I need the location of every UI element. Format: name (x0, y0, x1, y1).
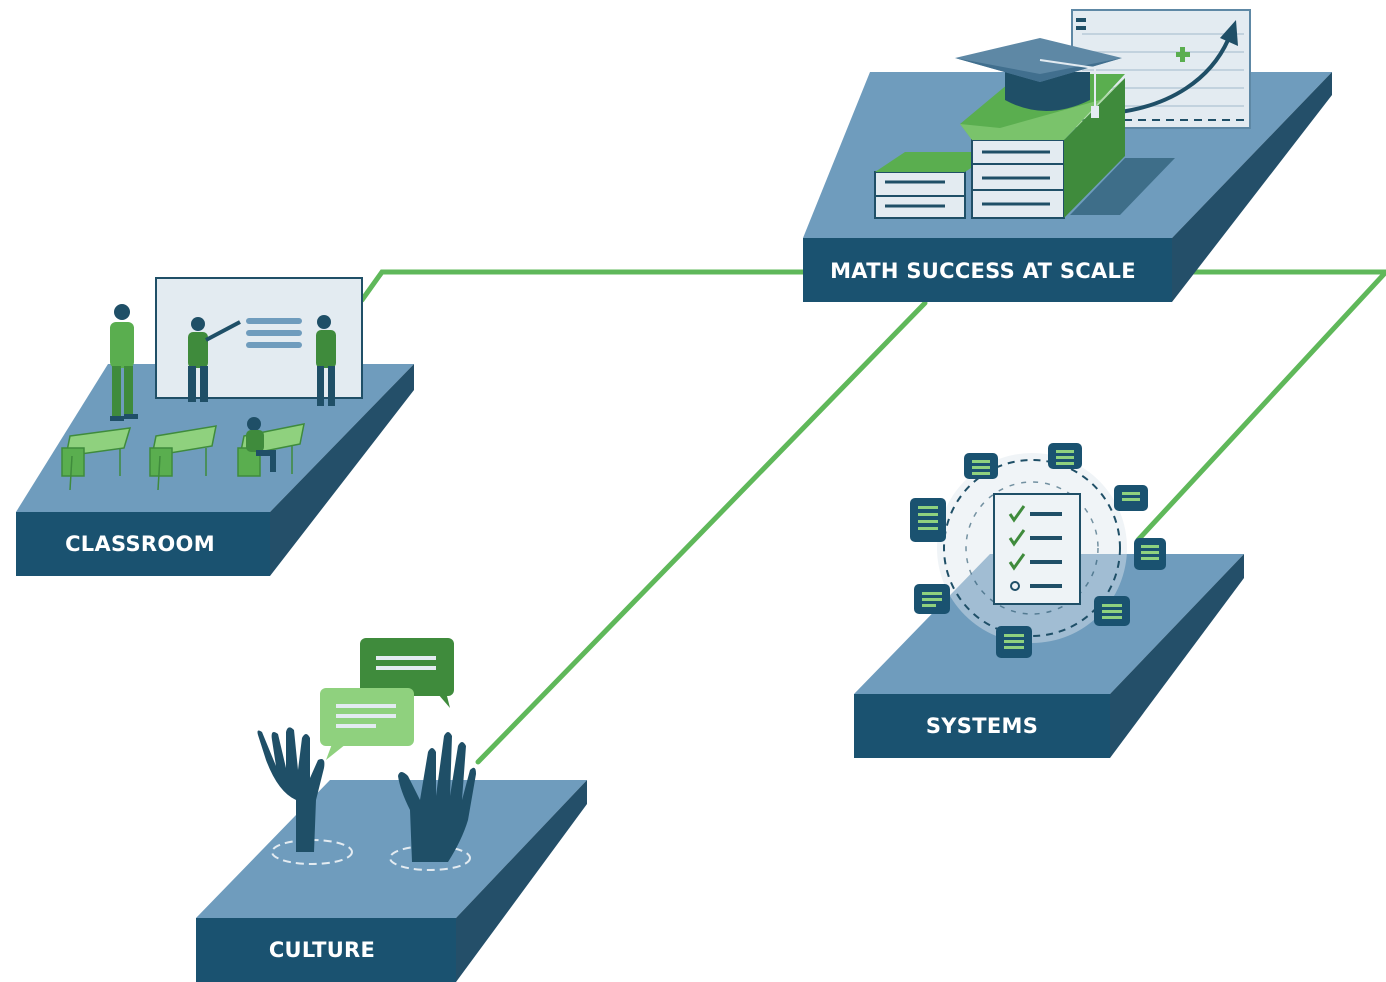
platform-front (196, 918, 456, 982)
platform-front (16, 512, 270, 576)
platform-front (803, 238, 1172, 302)
connector-classroom-math (359, 269, 806, 303)
graduation-cap-icon (955, 38, 1122, 118)
platform-front (854, 694, 1110, 758)
left-hand-icon (257, 727, 325, 852)
doc-icon (1134, 538, 1166, 570)
books-shadow (1070, 158, 1175, 215)
doc-icon (996, 626, 1032, 658)
person-standing-icon (110, 304, 138, 421)
platform-top (196, 780, 587, 918)
right-hand-icon (398, 732, 476, 862)
node-classroom: CLASSROOM (16, 277, 414, 576)
systems-label: SYSTEMS (926, 714, 1038, 738)
doc-icon (1094, 596, 1130, 626)
cycle-document-icons (910, 443, 1166, 658)
node-culture: CULTURE (196, 638, 587, 982)
platform-side (456, 780, 587, 982)
node-systems: SYSTEMS (854, 443, 1244, 758)
connectors (359, 269, 1386, 765)
connector-culture-math (475, 300, 928, 765)
doc-icon (964, 453, 998, 479)
cycle-ring-dashed (943, 459, 1121, 637)
cycle-ring-inner (965, 481, 1099, 615)
node-math-success: MATH SUCCESS AT SCALE (803, 9, 1332, 302)
person-standing-right-icon (316, 315, 336, 406)
doc-icon (1114, 485, 1148, 511)
teacher-pointing-icon (188, 317, 241, 402)
platform-side (270, 364, 414, 576)
doc-icon (914, 584, 950, 614)
platform-side (1110, 554, 1244, 758)
speech-bubbles-icon (320, 638, 454, 760)
doc-icon (910, 498, 946, 542)
connector-systems-math (1135, 269, 1386, 543)
math-success-label: MATH SUCCESS AT SCALE (830, 259, 1136, 283)
checklist-icon (993, 493, 1081, 605)
platform-top (854, 554, 1244, 694)
classroom-label: CLASSROOM (65, 532, 215, 556)
platform-side (1172, 72, 1332, 302)
seated-student-icon (246, 417, 276, 472)
doc-icon (1048, 443, 1082, 469)
culture-label: CULTURE (269, 938, 375, 962)
